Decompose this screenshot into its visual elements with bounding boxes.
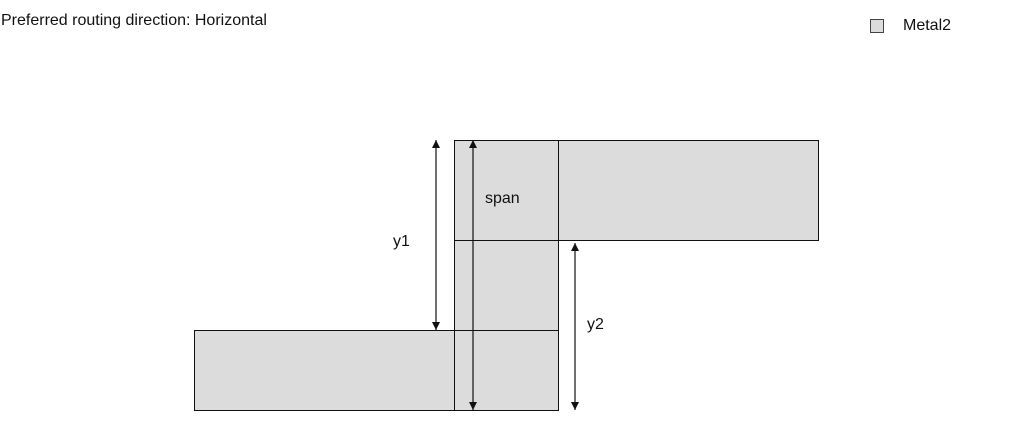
routing-direction-title: Preferred routing direction: Horizontal bbox=[1, 12, 267, 29]
span-label: span bbox=[485, 190, 520, 207]
y1-label: y1 bbox=[393, 233, 410, 250]
metal2-bottom-segment bbox=[194, 330, 559, 411]
legend-swatch-metal2 bbox=[870, 19, 884, 33]
legend-label: Metal2 bbox=[903, 17, 952, 34]
y2-label: y2 bbox=[587, 316, 604, 333]
legend: Metal2 bbox=[870, 17, 951, 35]
